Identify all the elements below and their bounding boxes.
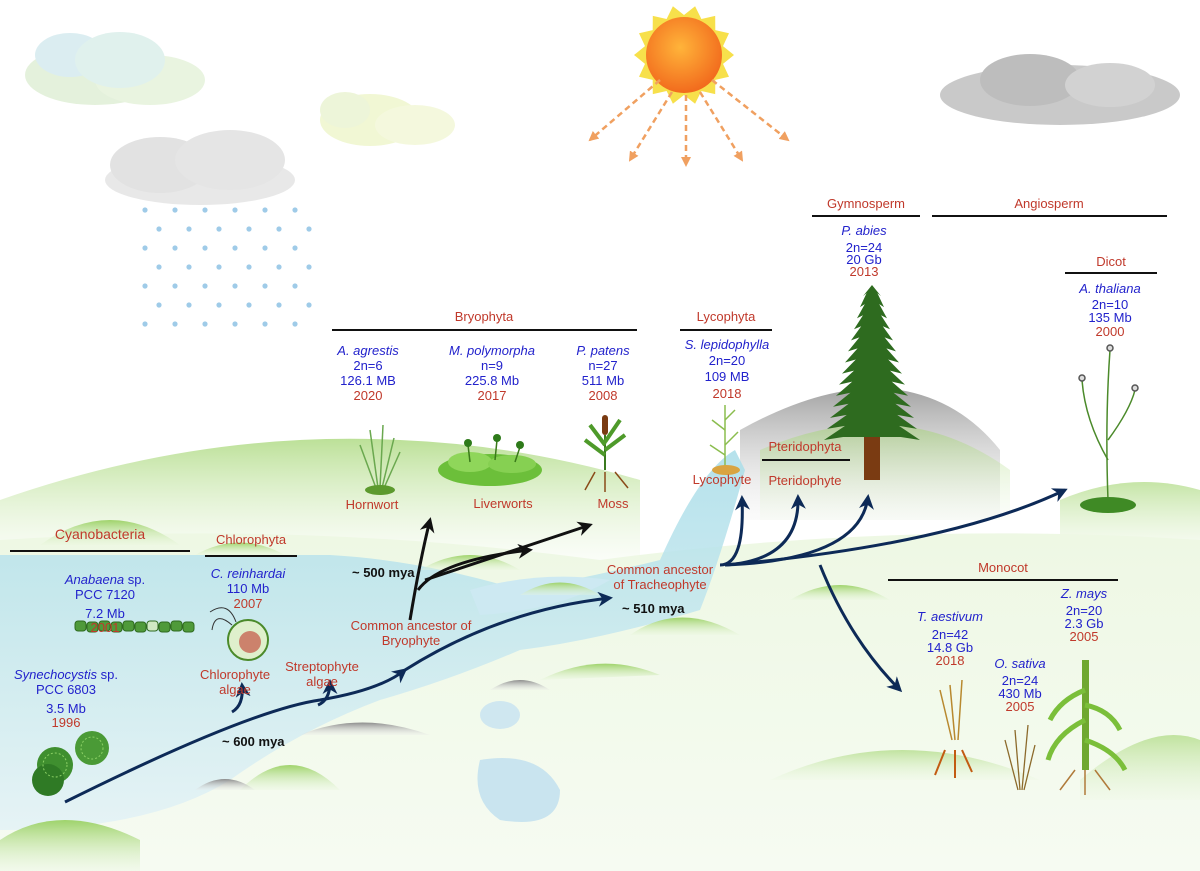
group-angiosperm: Angiosperm [1014,196,1084,211]
species-size: 7.2 Mb [85,606,125,621]
species-ploidy: n=27 [588,358,618,373]
species-ploidy: 2n=20 [1065,603,1103,618]
species-year: 2018 [712,386,742,401]
species-ploidy: 2n=10 [1091,297,1129,312]
cloud-left [25,32,205,105]
species-ploidy: 2n=6 [353,358,383,373]
species-size: 109 MB [704,369,750,384]
lineage-hornwort: Hornwort [345,497,399,512]
lineage-chlorophyte-algae: Chlorophyte algae [199,667,271,697]
arabidopsis-plant [1078,344,1139,513]
hornwort-plant [359,424,401,495]
rain-cloud [105,130,295,205]
species-name: P. abies [841,223,887,238]
chlamydomonas-cell [209,607,269,661]
rule-chlorophyta [205,555,297,557]
species-size: 135 Mb [1088,310,1132,325]
time-600mya: ~ 600 mya [222,734,285,749]
species-year: 2005 [1005,699,1035,714]
species-name: M. polymorpha [449,343,535,358]
rule-gymnosperm [812,215,920,217]
rule-angiosperm [932,215,1167,217]
species-size: 110 Mb [226,581,270,596]
rule-dicot [1065,272,1157,274]
species-year: 2018 [935,653,965,668]
species-year: 2001 [90,620,120,635]
time-500mya: ~ 500 mya [352,565,415,580]
species-year: 2020 [353,388,383,403]
species-size: 2.3 Gb [1064,616,1104,631]
rain-drops [142,207,312,327]
lineage-moss: Moss [597,496,629,511]
species-strain: PCC 6803 [36,682,96,697]
lineage-lycophyte: Lycophyte [692,472,752,487]
species-size: 3.5 Mb [46,701,86,716]
species-year: 2017 [477,388,507,403]
species-name: A. agrestis [337,343,399,358]
species-year: 2005 [1069,629,1099,644]
sun-rays [588,79,790,167]
group-pteridophyta: Pteridophyta [768,439,842,454]
group-cyanobacteria: Cyanobacteria [54,526,146,542]
lineage-streptophyte-algae: Streptophyte algae [285,659,359,689]
species-strain: PCC 7120 [75,587,135,602]
species-name: Synechocystis sp. [13,667,119,682]
evolution-arrows [64,488,1068,804]
species-year: 2007 [233,596,263,611]
group-monocot: Monocot [978,560,1028,575]
species-name: A. thaliana [1079,281,1141,296]
rice-plant [1004,724,1036,791]
species-name: Anabaena sp. [64,572,146,587]
group-dicot: Dicot [1096,254,1126,269]
species-name: C. reinhardai [210,566,286,581]
species-size: 20 Gb [846,252,882,267]
lineage-pteridophyte: Pteridophyte [768,473,842,488]
cloud-right [940,54,1180,125]
rule-cyanobacteria [10,550,190,552]
lineage-common-bryophyte: Common ancestor of Bryophyte [350,618,472,648]
wheat-plant [934,679,973,778]
group-chlorophyta: Chlorophyta [215,532,287,547]
species-size: 225.8 Mb [464,373,520,388]
lycophyte-plant [709,405,740,475]
group-lycophyta: Lycophyta [696,309,756,324]
species-ploidy: n=9 [480,358,504,373]
species-ploidy: 2n=24 [845,240,883,255]
species-ploidy: 2n=20 [708,353,746,368]
group-gymnosperm: Gymnosperm [826,196,906,211]
lineage-common-tracheophyte: Common ancestor of Tracheophyte [606,562,714,592]
moss-plant [583,415,629,492]
maize-plant [1045,660,1128,795]
species-year: 2013 [849,264,879,279]
rule-lycophyta [680,329,772,331]
species-name: Z. mays [1060,586,1108,601]
rule-monocot [888,579,1118,581]
spruce-tree [824,285,920,480]
species-size: 511 Mb [581,373,625,388]
species-year: 2000 [1095,324,1125,339]
species-size: 430 Mb [998,686,1042,701]
bryophyte-arrows [408,517,593,621]
lineage-liverworts: Liverworts [473,496,533,511]
group-bryophyta: Bryophyta [454,309,514,324]
species-name: P. patens [576,343,630,358]
species-ploidy: 2n=24 [1001,673,1039,688]
cloud-middle [320,92,455,146]
synechocystis-cells [32,731,109,796]
species-name: O. sativa [994,656,1046,671]
liverwort-mat [438,434,542,486]
species-size: 14.8 Gb [926,640,974,655]
species-ploidy: 2n=42 [931,627,969,642]
species-name: S. lepidophylla [684,337,770,352]
species-name: T. aestivum [917,609,983,624]
rule-pteridophyta [762,459,850,461]
time-510mya: ~ 510 mya [622,601,685,616]
species-year: 1996 [51,715,81,730]
anabaena-filament [74,620,195,633]
species-year: 2008 [588,388,618,403]
species-size: 126.1 MB [340,373,396,388]
rule-bryophyta [332,329,637,331]
